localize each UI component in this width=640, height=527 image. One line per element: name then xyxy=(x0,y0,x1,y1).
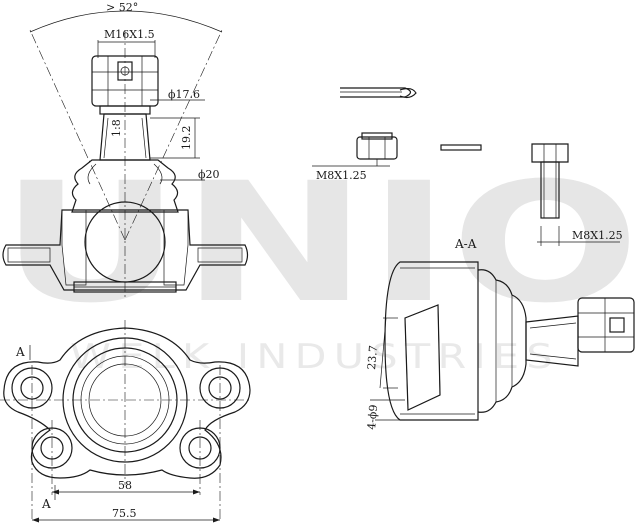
dia-top-label: ϕ17.6 xyxy=(168,88,200,101)
bolt-thread-label: M8X1.25 xyxy=(572,229,623,242)
height-label: 19.2 xyxy=(180,126,193,151)
flat-washer xyxy=(440,144,482,151)
angle-dimension: > 52° xyxy=(106,1,138,14)
cut-mark-bottom: A xyxy=(41,497,51,511)
nut-thread-label: M8X1.25 xyxy=(316,169,367,182)
watermark-brand: UNIO xyxy=(0,147,640,339)
dia-boot-label: ϕ20 xyxy=(198,168,220,181)
section-view: A-A 23.7 4-ϕ9 xyxy=(365,237,635,430)
cut-mark-top: A xyxy=(15,345,25,359)
hardware-parts: M8X1.25 M8X1.25 xyxy=(312,87,623,246)
cotter-pin xyxy=(340,87,417,99)
lock-nut: M8X1.25 xyxy=(312,132,398,182)
overall-width-label: 75.5 xyxy=(112,507,137,520)
holes-label: 4-ϕ9 xyxy=(365,404,380,430)
thread-top-label: M16X1.5 xyxy=(104,28,155,41)
watermark-subtitle: WELK INDUSTRIES xyxy=(70,337,560,377)
section-width-label: 23.7 xyxy=(365,345,380,371)
hole-spacing-label: 58 xyxy=(118,479,132,492)
top-view: A A 58 75.5 xyxy=(0,320,251,523)
section-label: A-A xyxy=(454,237,477,251)
bolt: M8X1.25 xyxy=(531,143,623,246)
taper-label: 1:8 xyxy=(110,119,123,137)
side-view: > 52° M16X1.5 1:8 ϕ17.6 19.2 ϕ20 xyxy=(2,1,249,300)
